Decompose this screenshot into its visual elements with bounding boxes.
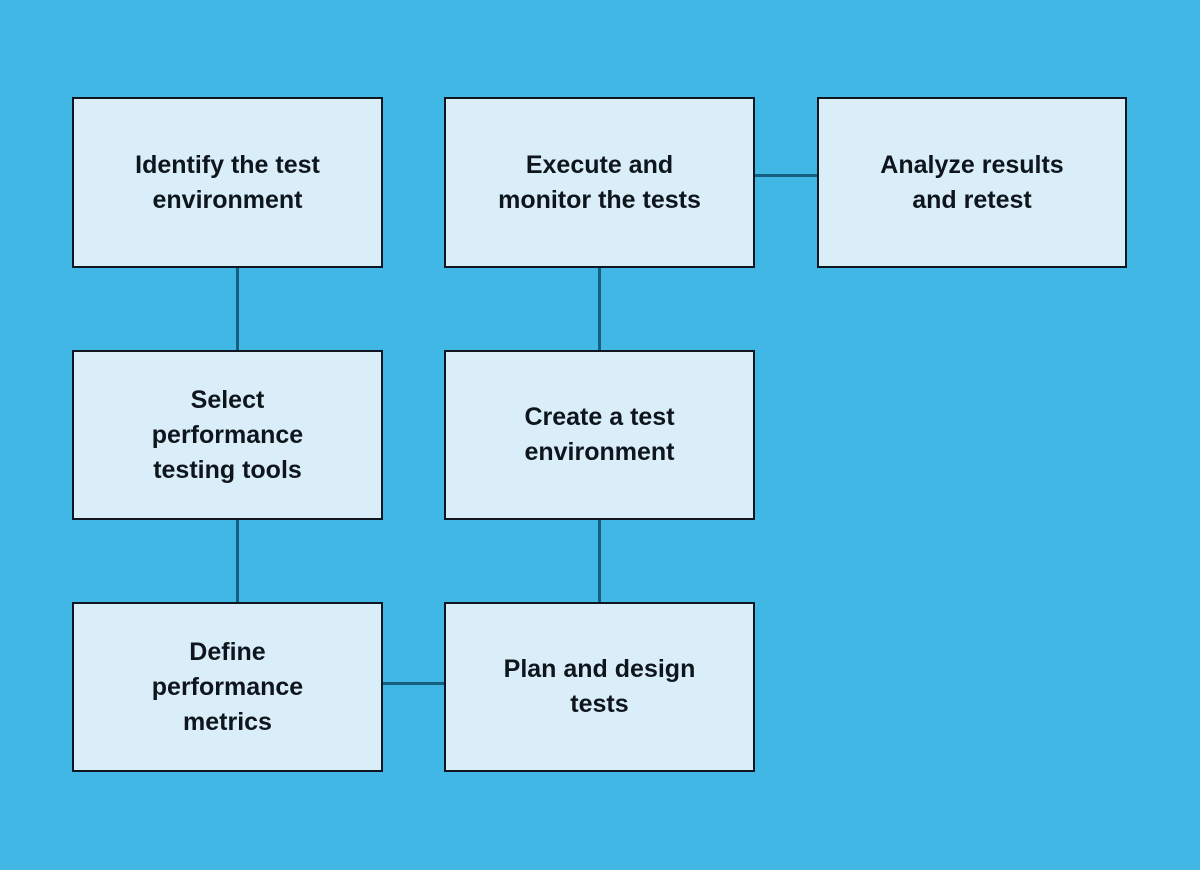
flow-node-define-performance-metrics: Define performance metrics (72, 602, 383, 772)
node-label-execute-and-monitor-tests: Execute and monitor the tests (498, 150, 701, 214)
node-label-create-test-environment: Create a test environment (524, 403, 675, 466)
flow-node-analyze-results-and-retest: Analyze results and retest (817, 97, 1127, 268)
connector-identify-to-select (236, 268, 239, 350)
flow-node-select-performance-testing-tools: Select performance testing tools (72, 350, 383, 520)
flow-node-plan-and-design-tests: Plan and design tests (444, 602, 755, 772)
node-label-analyze-results-and-retest: Analyze results and retest (880, 150, 1064, 214)
flow-node-execute-and-monitor-tests: Execute and monitor the tests (444, 97, 755, 268)
node-label-identify-test-environment: Identify the test environment (135, 150, 320, 214)
connector-create-to-execute (598, 268, 601, 350)
flow-node-identify-test-environment: Identify the test environment (72, 97, 383, 268)
node-label-define-performance-metrics: Define performance metrics (151, 637, 304, 736)
node-label-plan-and-design-tests: Plan and design tests (503, 655, 696, 718)
connector-execute-to-analyze (755, 174, 817, 177)
connector-plan-to-create (598, 520, 601, 602)
connector-select-to-define (236, 520, 239, 602)
flow-node-create-test-environment: Create a test environment (444, 350, 755, 520)
connector-define-to-plan (383, 682, 444, 685)
node-label-select-performance-testing-tools: Select performance testing tools (151, 385, 304, 484)
